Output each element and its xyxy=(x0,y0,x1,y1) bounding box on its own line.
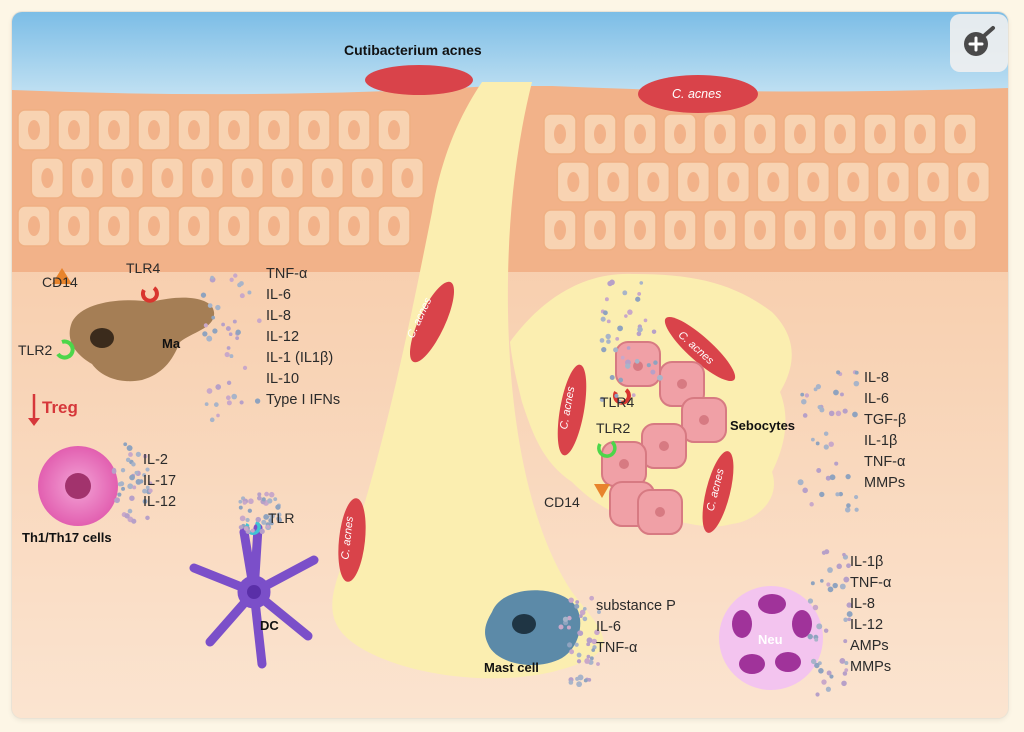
neutrophil-cytokine-4: AMPs xyxy=(850,638,889,654)
macrophage-cytokine-1: IL-6 xyxy=(266,287,291,303)
cd14-marker-macrophage xyxy=(52,268,72,284)
cd14-label-sebocyte: CD14 xyxy=(544,494,580,510)
treg-label: Treg xyxy=(42,398,78,417)
mast-cell-cytokine-0: substance P xyxy=(596,598,676,614)
dc-label: DC xyxy=(260,618,279,633)
tlr-label-dc: TLR xyxy=(268,510,295,526)
bacterium-surface-right xyxy=(638,75,758,113)
zoom-in-button[interactable] xyxy=(950,14,1008,72)
neutrophil-cytokine-1: TNF-α xyxy=(850,575,892,591)
sebocytes-cytokine-3: IL-1β xyxy=(864,433,898,449)
tlr2-marker-macrophage xyxy=(56,339,75,360)
sebocytes-label: Sebocytes xyxy=(730,418,796,433)
neutrophil-cytokine-3: IL-12 xyxy=(850,617,884,633)
bacterium-gland-1 xyxy=(557,364,587,456)
skin-diagram xyxy=(12,12,1008,718)
th-cell xyxy=(38,446,118,526)
th-cells-cytokine-2: IL-12 xyxy=(143,494,177,510)
sebocytes-cytokine-2: TGF-β xyxy=(864,412,907,428)
neutrophil-cytokine-0: IL-1β xyxy=(850,554,884,570)
bacterium-gland-2 xyxy=(664,316,736,382)
bacterium-follicle-2 xyxy=(338,498,366,582)
cytokine-particles xyxy=(111,273,860,697)
tlr2-label-macrophage: TLR2 xyxy=(18,342,53,358)
bacterium-gland-3 xyxy=(702,451,734,533)
tlr4-label-macrophage: TLR4 xyxy=(126,260,161,276)
sebocyte-cluster xyxy=(601,341,727,535)
mast-cell xyxy=(485,590,581,666)
bacterium-follicle-1 xyxy=(409,281,455,363)
macrophage-cytokine-4: IL-1 (IL1β) xyxy=(266,350,334,366)
mast-cell-label: Mast cell xyxy=(484,660,539,675)
dendritic-cell xyxy=(189,523,319,669)
macrophage-cytokine-0: TNF-α xyxy=(266,266,308,282)
sebocytes-cytokine-5: MMPs xyxy=(864,475,906,491)
receptor-markers xyxy=(52,268,631,535)
diagram-frame: Cutibacterium acnes C. acnes C. acnes C.… xyxy=(12,12,1008,718)
tlr2-label-sebocyte: TLR2 xyxy=(596,420,631,436)
macrophage-cytokine-6: Type I IFNs xyxy=(266,392,341,408)
neutrophil-cytokine-2: IL-8 xyxy=(850,596,875,612)
tlr2-marker-sebocyte xyxy=(597,440,617,458)
keratinocyte-grid-right xyxy=(543,113,991,251)
bacterium-surface-left xyxy=(365,65,473,95)
sebocytes-cytokine-0: IL-8 xyxy=(864,370,889,386)
bacteria-group xyxy=(338,65,758,582)
keratinocyte-grid-left xyxy=(17,109,425,247)
mast-cell-cytokine-1: IL-6 xyxy=(596,619,621,635)
tlr4-marker-macrophage xyxy=(140,286,159,303)
macrophage-cell xyxy=(69,297,215,382)
macrophage-cytokine-5: IL-10 xyxy=(266,371,300,387)
tlr4-label-sebocyte: TLR4 xyxy=(600,394,635,410)
th-cells-cytokine-0: IL-2 xyxy=(143,452,168,468)
macrophage-cytokine-2: IL-8 xyxy=(266,308,291,324)
neutrophil-label: Neu xyxy=(758,632,783,647)
macrophage-label: Ma xyxy=(162,336,181,351)
zoom-in-icon xyxy=(964,26,995,56)
title-label: Cutibacterium acnes xyxy=(344,42,482,58)
th-cells-label: Th1/Th17 cells xyxy=(22,530,112,545)
hair-follicle xyxy=(332,82,604,679)
mast-cell-cytokine-2: TNF-α xyxy=(596,640,638,656)
bacterium-label-surface: C. acnes xyxy=(672,87,722,101)
neutrophil-cell xyxy=(719,586,823,690)
sebocytes-cytokine-1: IL-6 xyxy=(864,391,889,407)
sebocytes-cytokine-4: TNF-α xyxy=(864,454,906,470)
macrophage-cytokine-3: IL-12 xyxy=(266,329,300,345)
treg-down-arrow xyxy=(28,394,40,426)
th-cells-cytokine-1: IL-17 xyxy=(143,473,177,489)
neutrophil-cytokine-5: MMPs xyxy=(850,659,892,675)
cd14-marker-sebocyte xyxy=(594,484,610,498)
cd14-label-macrophage: CD14 xyxy=(42,274,78,290)
